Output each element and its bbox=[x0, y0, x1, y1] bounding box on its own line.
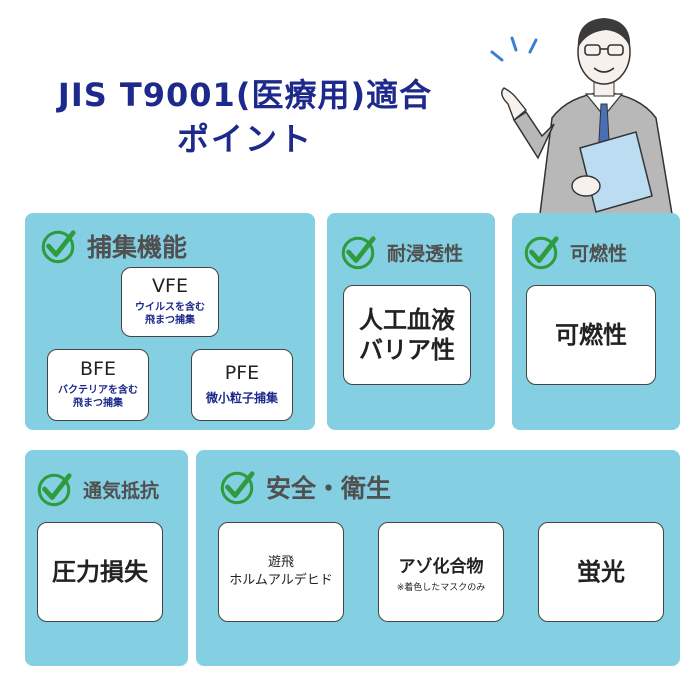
flammability-panel: 可燃性 可燃性 bbox=[512, 213, 680, 430]
pressure-loss-box: 圧力損失 bbox=[37, 522, 163, 622]
artificial-blood-barrier-box: 人工血液 バリア性 bbox=[343, 285, 471, 385]
capture-function-heading: 捕集機能 bbox=[39, 227, 187, 265]
check-circle-icon bbox=[522, 233, 560, 271]
permeation-heading-text: 耐浸透性 bbox=[387, 242, 464, 265]
bfe-desc-line1: バクテリアを含む bbox=[58, 384, 138, 396]
pressure-loss-text: 圧力損失 bbox=[52, 558, 148, 586]
check-circle-icon bbox=[35, 470, 73, 508]
capture-function-heading-text: 捕集機能 bbox=[87, 233, 188, 262]
breathing-resistance-panel: 通気抵抗 圧力損失 bbox=[25, 450, 188, 666]
safety-hygiene-panel: 安全・衛生 遊飛 ホルムアルデヒド アゾ化合物 ※着色したマスクのみ 蛍光 bbox=[196, 450, 680, 666]
flammability-heading-text: 可燃性 bbox=[570, 242, 628, 265]
vfe-desc-line1: ウイルスを含む bbox=[135, 301, 205, 313]
fluorescence-box: 蛍光 bbox=[538, 522, 664, 622]
breathing-resistance-heading: 通気抵抗 bbox=[35, 470, 159, 508]
bfe-label: BFE bbox=[80, 358, 116, 381]
flammability-box: 可燃性 bbox=[526, 285, 656, 385]
flammability-heading: 可燃性 bbox=[522, 233, 627, 271]
safety-hygiene-heading: 安全・衛生 bbox=[218, 468, 391, 506]
formaldehyde-line2: ホルムアルデヒド bbox=[229, 573, 333, 588]
check-circle-icon bbox=[339, 233, 377, 271]
azo-compound-box: アゾ化合物 ※着色したマスクのみ bbox=[378, 522, 504, 622]
sparkle-lines-icon bbox=[490, 36, 538, 62]
vfe-desc-line2: 飛まつ捕集 bbox=[145, 315, 195, 327]
artificial-blood-line2: バリア性 bbox=[359, 336, 455, 364]
flammability-box-text: 可燃性 bbox=[555, 321, 627, 349]
bfe-box: BFE バクテリアを含む 飛まつ捕集 bbox=[47, 349, 149, 421]
artificial-blood-line1: 人工血液 bbox=[359, 306, 455, 334]
pfe-desc-line1: 微小粒子捕集 bbox=[205, 391, 278, 406]
permeation-heading: 耐浸透性 bbox=[339, 233, 463, 271]
formaldehyde-box: 遊飛 ホルムアルデヒド bbox=[218, 522, 344, 622]
pfe-box: PFE 微小粒子捕集 bbox=[191, 349, 293, 421]
breathing-resistance-heading-text: 通気抵抗 bbox=[83, 479, 160, 502]
formaldehyde-line1: 遊飛 bbox=[267, 555, 294, 571]
pfe-label: PFE bbox=[224, 362, 260, 385]
azo-compound-text: アゾ化合物 bbox=[398, 556, 484, 577]
capture-function-panel: 捕集機能 VFE ウイルスを含む 飛まつ捕集 BFE バクテリアを含む 飛まつ捕… bbox=[25, 213, 315, 430]
page-title: JIS T9001(医療用)適合 bbox=[57, 76, 433, 114]
fluorescence-text: 蛍光 bbox=[577, 558, 625, 586]
vfe-box: VFE ウイルスを含む 飛まつ捕集 bbox=[121, 267, 219, 337]
azo-compound-note: ※着色したマスクのみ bbox=[396, 582, 486, 593]
page-subtitle: ポイント bbox=[176, 120, 313, 158]
check-circle-icon bbox=[218, 468, 256, 506]
check-circle-icon bbox=[39, 227, 77, 265]
safety-hygiene-heading-text: 安全・衛生 bbox=[266, 474, 392, 503]
permeation-resistance-panel: 耐浸透性 人工血液 バリア性 bbox=[327, 213, 495, 430]
man-with-folder-illustration bbox=[490, 18, 673, 214]
vfe-label: VFE bbox=[152, 275, 188, 298]
bfe-desc-line2: 飛まつ捕集 bbox=[73, 398, 123, 410]
